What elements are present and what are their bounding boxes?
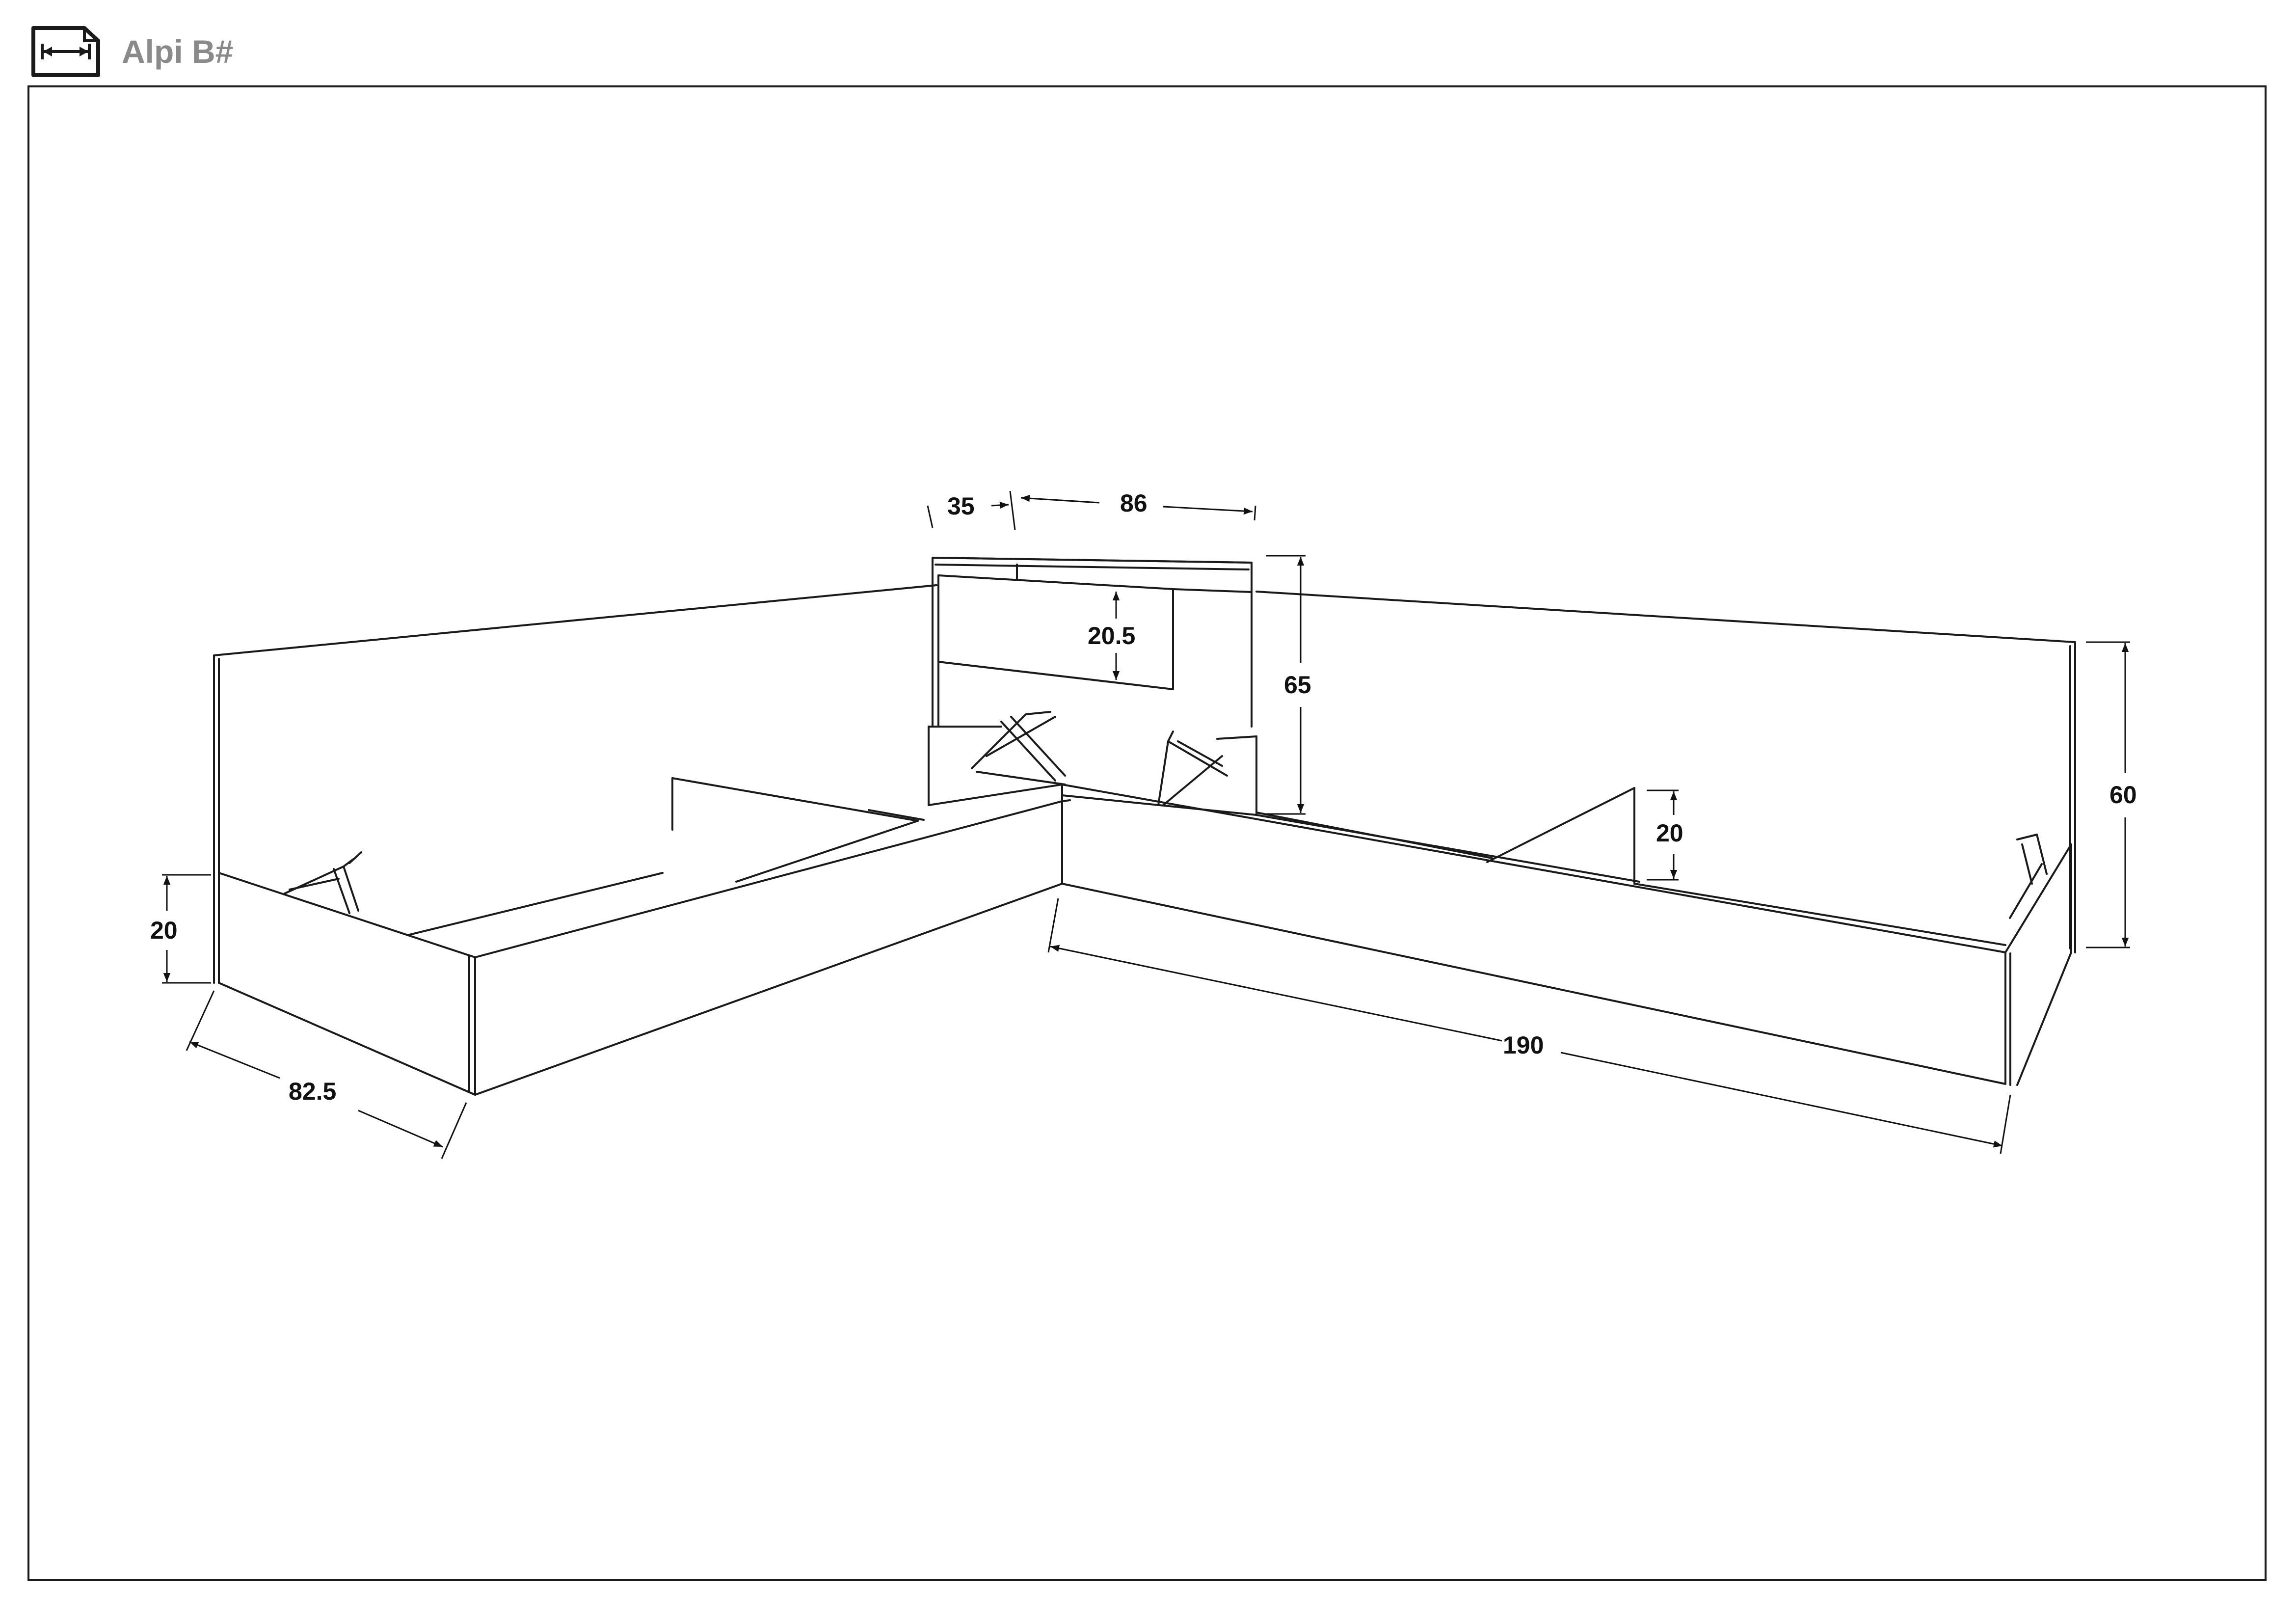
- right-bed-base: [1061, 735, 2072, 1086]
- dim-line-65: [1266, 555, 1306, 815]
- drawing-frame: [27, 85, 2267, 1581]
- gas-lift-left: [284, 851, 362, 914]
- dim-label-20-right: 20: [1656, 819, 1683, 847]
- dim-label-65: 65: [1284, 671, 1311, 699]
- gas-lift-right: [2009, 834, 2048, 919]
- dim-line-82-5: [186, 990, 467, 1159]
- dim-label-20-left: 20: [150, 917, 178, 944]
- dim-label-86: 86: [1120, 489, 1148, 517]
- header: Alpi B#: [29, 20, 233, 83]
- dim-label-20-5: 20.5: [1088, 622, 1135, 650]
- dim-line-35: [927, 490, 1016, 531]
- page-title: Alpi B#: [122, 33, 234, 70]
- gas-lift-center-right: [1157, 731, 1228, 806]
- right-headboard-panel: [1255, 591, 2076, 953]
- dim-line-20-right: [1647, 789, 1679, 881]
- dimension-arrows-icon: [29, 24, 102, 79]
- dim-line-20-left: [162, 874, 211, 984]
- dim-line-60: [2086, 641, 2130, 948]
- left-bed-base: [218, 726, 1071, 1096]
- dim-label-60: 60: [2109, 781, 2137, 809]
- dim-label-35: 35: [947, 492, 975, 520]
- dim-line-190: [1047, 898, 2011, 1154]
- dim-label-190: 190: [1503, 1031, 1544, 1059]
- dim-line-86: [1020, 494, 1256, 521]
- gas-lift-center-left: [971, 711, 1066, 785]
- bedside-table: [932, 557, 1253, 728]
- dim-label-82-5: 82.5: [289, 1078, 336, 1105]
- left-headboard-panel: [213, 584, 937, 984]
